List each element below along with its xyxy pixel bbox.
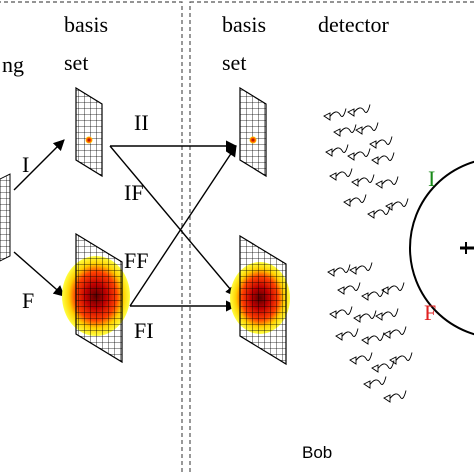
right-upper-spot [249, 136, 257, 144]
detector-icon [349, 262, 373, 275]
right-basis-label: basis [222, 12, 266, 37]
detector-icon [361, 332, 385, 345]
detector-icon [383, 390, 407, 403]
detector-array-lower [327, 262, 413, 403]
detector-icon [349, 352, 373, 365]
outcome-label-I: I [428, 166, 435, 191]
detector-icon [389, 352, 413, 365]
input-label-I: I [22, 152, 29, 177]
outcome-circle [409, 160, 474, 336]
channel-label-II: II [134, 110, 149, 135]
detector-icon [355, 122, 379, 135]
detector-icon [375, 176, 399, 189]
right-upper-basis-grid [239, 86, 267, 178]
right-panel-frame [189, 1, 474, 474]
detector-icon [337, 282, 361, 295]
left-upper-spot [85, 136, 93, 144]
left-panel-frame [0, 1, 183, 474]
detector-array-upper [323, 104, 409, 219]
bob-label: Bob [302, 443, 332, 462]
detector-icon [371, 152, 395, 165]
left-heading-fragment: ng [2, 52, 24, 77]
arrow-FF [129, 145, 237, 307]
detector-icon [335, 328, 359, 341]
detector-icon [367, 206, 391, 219]
detector-label: detector [318, 12, 390, 37]
detector-icon [381, 282, 405, 295]
detector-icon [363, 376, 387, 389]
detector-icon [369, 136, 393, 149]
left-upper-basis-grid [75, 86, 103, 178]
detector-icon [385, 198, 409, 211]
arrow-IF [109, 145, 237, 297]
detector-icon [323, 108, 347, 121]
channel-label-IF: IF [124, 180, 144, 205]
left-lower-basis-grid [62, 232, 130, 364]
left-basis-label: basis [64, 12, 108, 37]
input-label-F: F [22, 288, 34, 313]
detector-icon [329, 306, 353, 319]
detector-icon [347, 104, 371, 117]
detector-icon [347, 148, 371, 161]
right-set-label: set [222, 50, 246, 75]
detector-icon [333, 124, 357, 137]
detector-icon [353, 310, 377, 323]
channel-label-FF: FF [124, 248, 148, 273]
detector-icon [325, 144, 349, 157]
detector-icon [329, 168, 353, 181]
arrow-source-to-upper [13, 139, 65, 191]
detector-icon [343, 194, 367, 207]
right-lower-basis-grid [230, 234, 290, 366]
arrow-source-to-lower [13, 251, 65, 297]
left-set-label: set [64, 50, 88, 75]
source-grid [0, 173, 11, 262]
detector-icon [351, 174, 375, 187]
detector-icon [375, 308, 399, 321]
channel-label-FI: FI [134, 318, 154, 343]
detector-icon [327, 264, 351, 277]
detector-icon [371, 360, 395, 373]
outcome-label-F: F [424, 300, 436, 325]
detector-icon [361, 288, 385, 301]
detector-icon [383, 326, 407, 339]
